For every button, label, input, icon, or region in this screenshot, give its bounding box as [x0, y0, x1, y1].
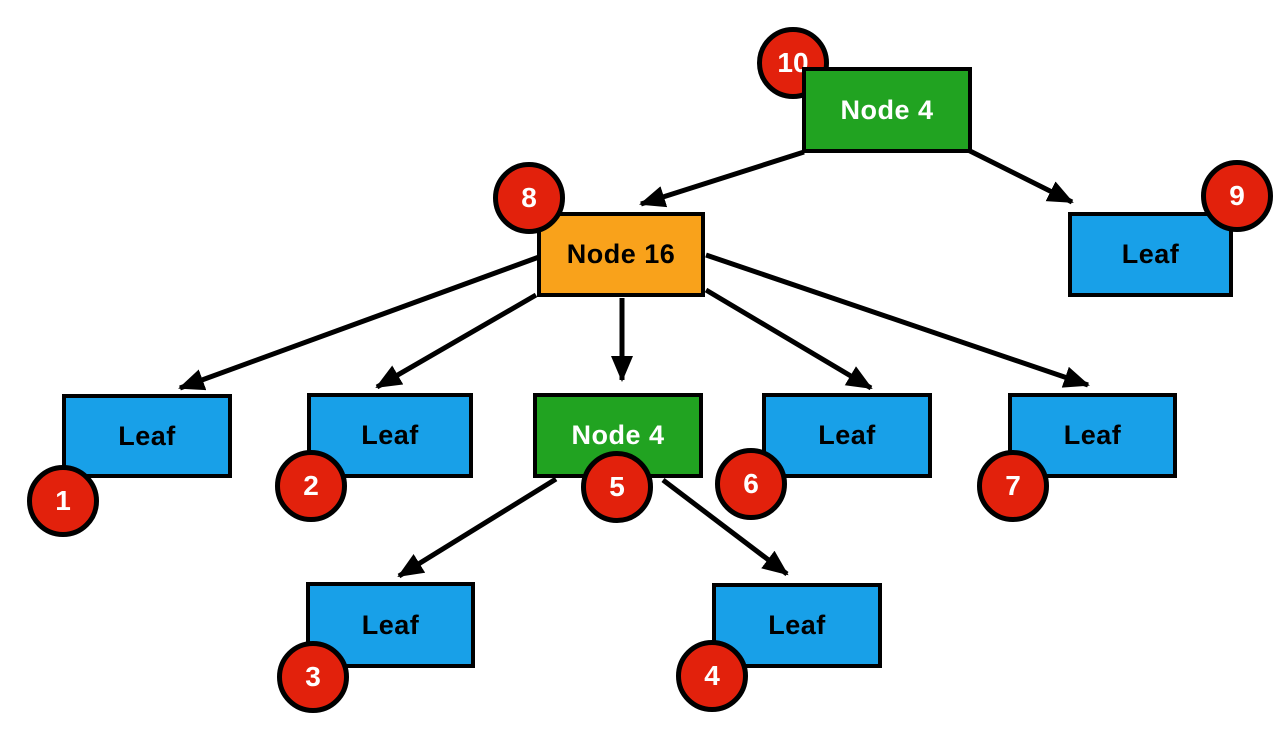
order-badge-6: 6 [715, 448, 787, 520]
edge-node16-to-leaf6 [704, 287, 873, 391]
tree-leaf-3: Leaf [306, 582, 475, 668]
order-badge-8: 8 [493, 162, 565, 234]
node-label: Node 4 [840, 94, 934, 125]
edge-node4-to-leaf4 [661, 478, 789, 576]
edge-root-to-node16 [639, 149, 805, 208]
tree-leaf-4: Leaf [712, 583, 882, 668]
order-badge-5: 5 [581, 451, 653, 523]
order-badge-4: 4 [676, 640, 748, 712]
edge-node4-to-leaf3 [397, 476, 558, 579]
node-label: Leaf [768, 610, 826, 640]
node-label: Leaf [118, 420, 176, 451]
node-label: Leaf [361, 609, 420, 640]
order-badge-3: 3 [277, 641, 349, 713]
tree-node-4-inner: Node 4 [533, 393, 703, 478]
edge-node16-to-leaf7 [705, 252, 1090, 388]
tree-node-16: Node 16 [537, 212, 705, 297]
tree-leaf-6: Leaf [762, 393, 932, 478]
order-badge-1: 1 [27, 465, 99, 537]
order-badge-2: 2 [275, 450, 347, 522]
tree-node-root: Node 4 [802, 67, 972, 153]
node-label: Leaf [818, 420, 876, 450]
node-label: Leaf [1063, 420, 1122, 450]
tree-leaf-right: Leaf [1068, 212, 1233, 297]
edge-node16-to-leaf1 [178, 254, 540, 391]
node-label: Node 4 [571, 420, 665, 450]
node-label: Node 16 [566, 239, 676, 269]
order-badge-7: 7 [977, 450, 1049, 522]
node-label: Leaf [1121, 239, 1180, 269]
edge-node16-to-leaf2 [375, 292, 538, 390]
tree-leaf-1: Leaf [62, 394, 232, 478]
edge-root-to-leaf9 [966, 147, 1074, 205]
node-label: Leaf [361, 420, 419, 450]
order-badge-9: 9 [1201, 160, 1273, 232]
